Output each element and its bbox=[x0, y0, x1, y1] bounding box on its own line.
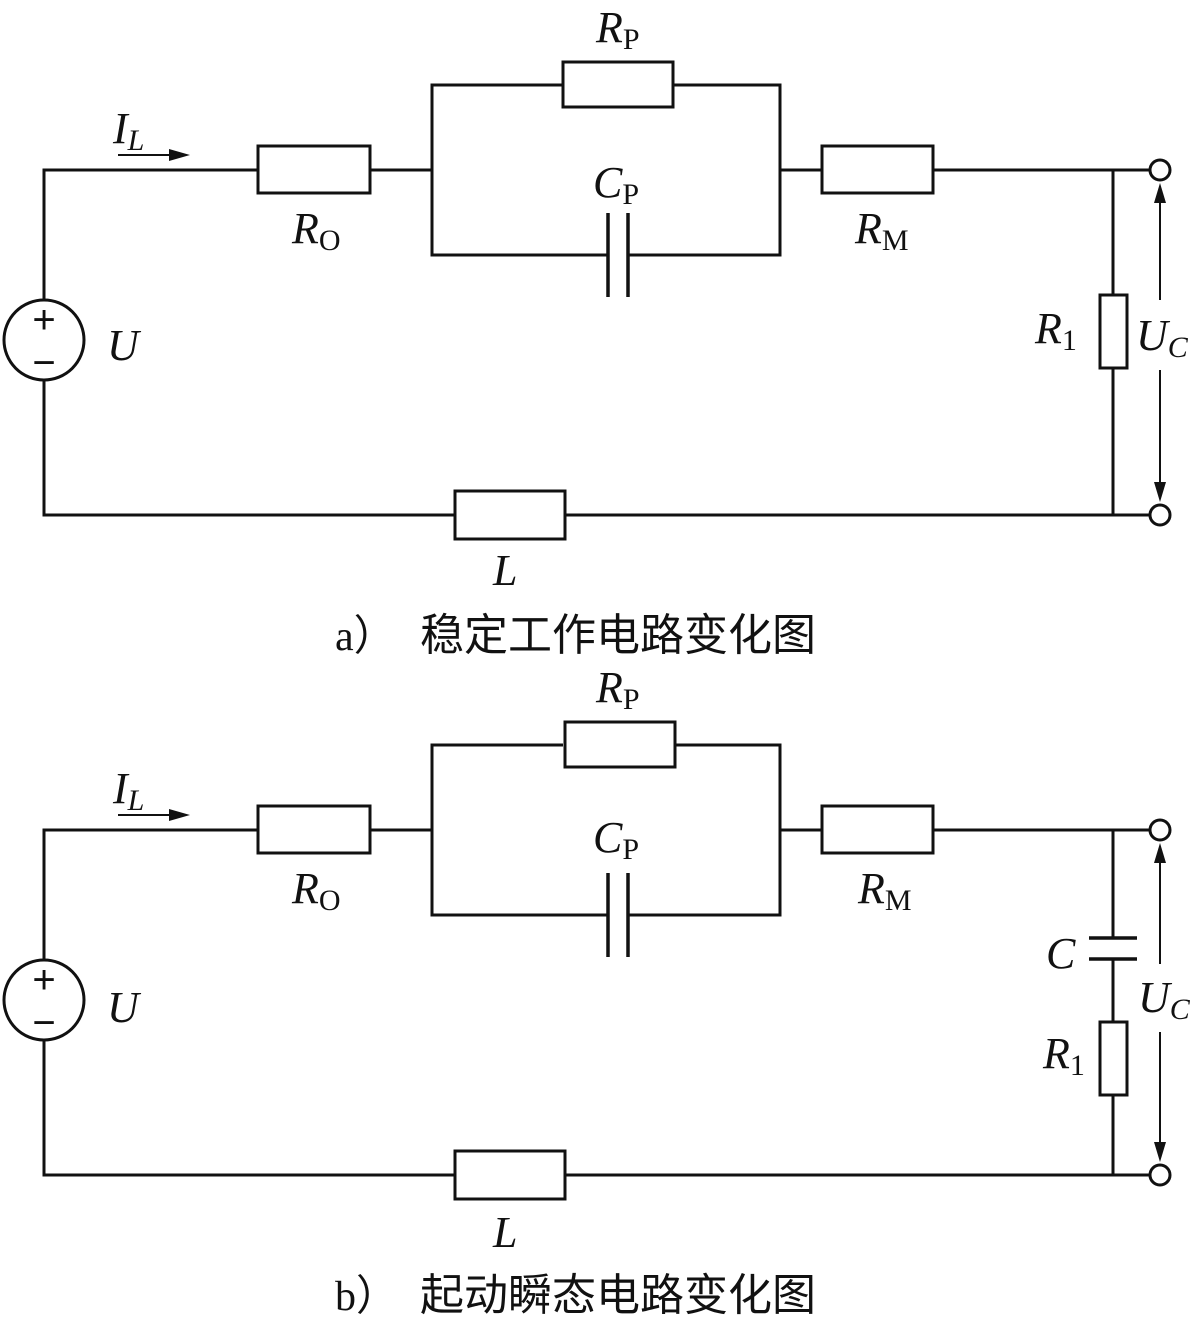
uc-label-main: U bbox=[1138, 973, 1173, 1022]
current-arrow bbox=[118, 809, 190, 821]
uc-label: UC bbox=[1138, 973, 1191, 1026]
ro-label: RO bbox=[291, 864, 341, 917]
plus-sign: + bbox=[32, 298, 55, 342]
rp-label: RP bbox=[595, 3, 640, 56]
r1-label-main: R bbox=[1042, 1029, 1070, 1078]
l-label: L bbox=[492, 1208, 517, 1257]
cp-label: CP bbox=[593, 158, 639, 211]
uc-label-sub: C bbox=[1168, 331, 1189, 364]
current-label-main: I bbox=[112, 764, 130, 813]
c-capacitor bbox=[1089, 936, 1137, 961]
output-terminal-top bbox=[1148, 818, 1172, 842]
ro-label-main: R bbox=[291, 864, 319, 913]
wire-parallel-right bbox=[628, 743, 782, 917]
source-label: U bbox=[107, 983, 142, 1032]
rm-label: RM bbox=[857, 864, 912, 917]
cp-label-sub: P bbox=[622, 833, 639, 866]
l-label: L bbox=[492, 546, 517, 595]
output-voltage-arrow-head-bottom bbox=[1154, 1142, 1166, 1162]
rp-label-sub: P bbox=[623, 683, 640, 716]
current-label: IL bbox=[112, 764, 144, 817]
plus-sign: + bbox=[32, 958, 55, 1002]
source-label: U bbox=[107, 321, 142, 370]
l-element bbox=[453, 489, 567, 541]
r1-label: R1 bbox=[1042, 1029, 1085, 1082]
wire-source-to-ro bbox=[42, 828, 258, 960]
rm-label-main: R bbox=[857, 864, 885, 913]
panel-a: + − IL U RO RP CP RM R1 UC L a） 稳定工作电路变化… bbox=[2, 3, 1189, 661]
caption-title: 稳定工作电路变化图 bbox=[420, 610, 816, 661]
c-label: C bbox=[1046, 929, 1076, 978]
voltage-source-circle bbox=[2, 298, 86, 382]
voltage-source: + − bbox=[2, 958, 86, 1045]
uc-label-sub: C bbox=[1170, 993, 1191, 1026]
rm-label-sub: M bbox=[885, 884, 912, 917]
ro-label-sub: O bbox=[319, 224, 341, 257]
output-terminal-bottom bbox=[1148, 503, 1172, 527]
output-voltage-arrow bbox=[1154, 843, 1166, 1162]
output-voltage-arrow-head-top bbox=[1154, 183, 1166, 203]
voltage-source-circle bbox=[2, 958, 86, 1042]
uc-label-main: U bbox=[1136, 311, 1171, 360]
l-element bbox=[453, 1149, 567, 1201]
current-arrow-head bbox=[169, 809, 190, 821]
r1-label-main: R bbox=[1034, 304, 1062, 353]
rp-label-main: R bbox=[595, 3, 623, 52]
wire-source-to-l bbox=[42, 1040, 455, 1177]
cp-label: CP bbox=[593, 813, 639, 866]
output-voltage-arrow-head-top bbox=[1154, 843, 1166, 863]
rp-label-main: R bbox=[595, 663, 623, 712]
rm-resistor bbox=[820, 804, 935, 855]
ro-label-main: R bbox=[291, 204, 319, 253]
current-arrow-head bbox=[169, 149, 190, 161]
wire-parallel-left bbox=[430, 83, 608, 257]
r1-label: R1 bbox=[1034, 304, 1077, 357]
current-label-main: I bbox=[112, 104, 130, 153]
caption-title: 起动瞬态电路变化图 bbox=[420, 1270, 816, 1321]
cp-capacitor bbox=[606, 213, 630, 297]
wire-parallel-left bbox=[430, 743, 608, 917]
rp-label-sub: P bbox=[623, 23, 640, 56]
wire-source-to-ro bbox=[42, 168, 258, 300]
caption-tag: b） bbox=[335, 1274, 398, 1320]
panel-b: + − IL U RO RP CP RM C R1 UC L b） 起动瞬态电 bbox=[2, 663, 1191, 1321]
rm-resistor bbox=[820, 144, 935, 195]
current-label-sub: L bbox=[127, 124, 145, 157]
cp-label-main: C bbox=[593, 813, 623, 862]
cp-capacitor bbox=[606, 873, 630, 957]
ro-resistor bbox=[256, 144, 372, 195]
output-terminal-bottom bbox=[1148, 1163, 1172, 1187]
rm-label: RM bbox=[854, 204, 909, 257]
minus-sign: − bbox=[32, 1001, 55, 1045]
cp-label-main: C bbox=[593, 158, 623, 207]
current-arrow bbox=[118, 149, 190, 161]
ro-label-sub: O bbox=[319, 884, 341, 917]
minus-sign: − bbox=[32, 341, 55, 385]
output-voltage-arrow bbox=[1154, 183, 1166, 502]
r1-resistor bbox=[1098, 1020, 1129, 1097]
rp-resistor bbox=[561, 60, 675, 109]
uc-label: UC bbox=[1136, 311, 1189, 364]
ro-label: RO bbox=[291, 204, 341, 257]
current-label-sub: L bbox=[127, 784, 145, 817]
r1-resistor bbox=[1098, 293, 1129, 370]
rp-label: RP bbox=[595, 663, 640, 716]
wire-source-to-l bbox=[42, 380, 455, 517]
ro-resistor bbox=[256, 804, 372, 855]
rm-label-sub: M bbox=[882, 224, 909, 257]
current-label: IL bbox=[112, 104, 144, 157]
rm-label-main: R bbox=[854, 204, 882, 253]
wire-parallel-right bbox=[628, 83, 782, 257]
cp-label-sub: P bbox=[622, 178, 639, 211]
r1-label-sub: 1 bbox=[1070, 1049, 1085, 1082]
output-voltage-arrow-head-bottom bbox=[1154, 482, 1166, 502]
rp-resistor bbox=[563, 720, 677, 769]
output-terminal-top bbox=[1148, 158, 1172, 182]
r1-label-sub: 1 bbox=[1062, 324, 1077, 357]
voltage-source: + − bbox=[2, 298, 86, 385]
caption-tag: a） bbox=[335, 614, 396, 660]
